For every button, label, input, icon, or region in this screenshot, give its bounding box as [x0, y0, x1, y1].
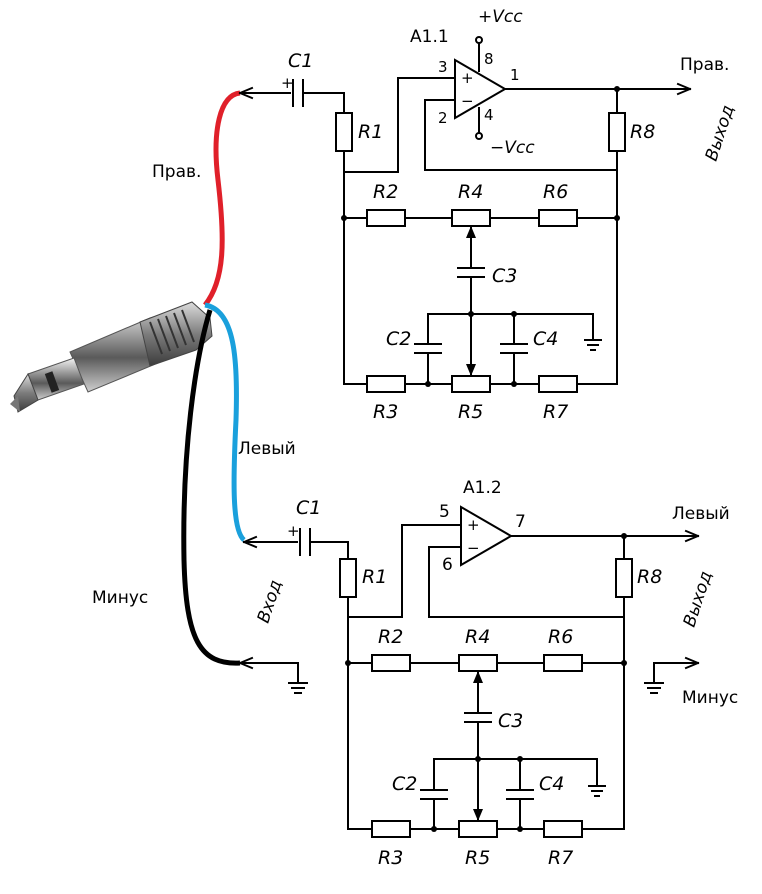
top-r3 [366, 375, 406, 393]
top-pin-2: 2 [438, 109, 448, 127]
top-r5-label: R5 [458, 401, 483, 423]
bottom-c3-label: C3 [498, 710, 523, 732]
top-c3-label: C3 [492, 265, 517, 287]
audio-jack-plug [10, 301, 213, 413]
wire-label-right: Прав. [152, 162, 201, 182]
svg-text:+: + [467, 516, 480, 534]
bottom-r2-label: R2 [378, 626, 403, 648]
left-channel-wire [204, 302, 246, 542]
bottom-r3-label: R3 [378, 847, 403, 869]
top-c2-label: C2 [386, 328, 411, 350]
bottom-r8-label: R8 [637, 566, 662, 588]
top-channel: + C1 R1 + − A1.1 3 2 1 8 4 +Vcc −Vcc Пра… [238, 7, 739, 423]
bottom-minus-label: Минус [682, 688, 738, 708]
bottom-opamp-label: A1.2 [463, 478, 502, 498]
right-channel-wire [203, 90, 241, 307]
bottom-r1 [339, 558, 357, 598]
top-r7 [538, 375, 578, 393]
bottom-r2 [371, 654, 411, 672]
top-r7-label: R7 [543, 401, 568, 423]
top-pin-4: 4 [484, 106, 494, 124]
bottom-r4-label: R4 [465, 626, 490, 648]
bottom-c4-label: C4 [539, 773, 564, 795]
bottom-output-label: Левый [672, 504, 730, 524]
top-pin-3: 3 [438, 58, 448, 76]
top-r8 [608, 112, 626, 152]
bottom-r1-label: R1 [362, 566, 387, 588]
top-r8-label: R8 [630, 121, 655, 143]
top-vcc-neg: −Vcc [490, 138, 535, 158]
bottom-output-caption: Выход [680, 569, 717, 630]
wire-label-minus: Минус [92, 588, 148, 608]
bottom-r4 [458, 654, 498, 672]
top-r4-label: R4 [458, 181, 483, 203]
bottom-pin-7: 7 [515, 512, 526, 532]
svg-text:−: − [467, 539, 480, 557]
bottom-pin-5: 5 [439, 502, 450, 522]
bottom-channel: + C1 R1 + − A1.2 5 6 7 Левый Выход R8 [238, 478, 738, 869]
top-r1-label: R1 [358, 121, 383, 143]
input-label: Вход [254, 578, 287, 626]
top-r6 [538, 209, 578, 227]
svg-text:+: + [461, 69, 474, 87]
top-pin-1: 1 [510, 66, 520, 84]
bottom-c2-label: C2 [392, 773, 417, 795]
bottom-opamp [460, 505, 513, 567]
top-output-caption: Выход [702, 103, 739, 164]
top-c1-label: C1 [288, 50, 313, 72]
top-r2 [366, 209, 406, 227]
bottom-r6 [543, 654, 583, 672]
top-r5 [451, 375, 491, 393]
top-r2-label: R2 [373, 181, 398, 203]
svg-text:+: + [281, 74, 294, 92]
top-r1 [335, 112, 353, 152]
bottom-r8 [615, 558, 633, 598]
svg-text:−: − [461, 92, 474, 110]
top-r3-label: R3 [373, 401, 398, 423]
wire-label-left: Левый [238, 439, 296, 459]
top-pin-8: 8 [484, 50, 494, 68]
top-c4-label: C4 [533, 328, 558, 350]
top-opamp [454, 58, 507, 120]
bottom-c1-label: C1 [296, 497, 321, 519]
top-r6-label: R6 [543, 181, 568, 203]
bottom-r3 [371, 820, 411, 838]
bottom-r7-label: R7 [548, 847, 573, 869]
top-opamp-label: A1.1 [410, 27, 449, 47]
bottom-r5-label: R5 [465, 847, 490, 869]
bottom-pin-6: 6 [442, 555, 453, 575]
bottom-r6-label: R6 [548, 626, 573, 648]
top-output-label: Прав. [680, 55, 729, 75]
top-r4 [451, 209, 491, 227]
ground-wire [181, 309, 241, 666]
top-vcc-pos: +Vcc [478, 7, 523, 27]
bottom-r5 [458, 820, 498, 838]
bottom-r7 [543, 820, 583, 838]
svg-text:+: + [287, 522, 300, 540]
